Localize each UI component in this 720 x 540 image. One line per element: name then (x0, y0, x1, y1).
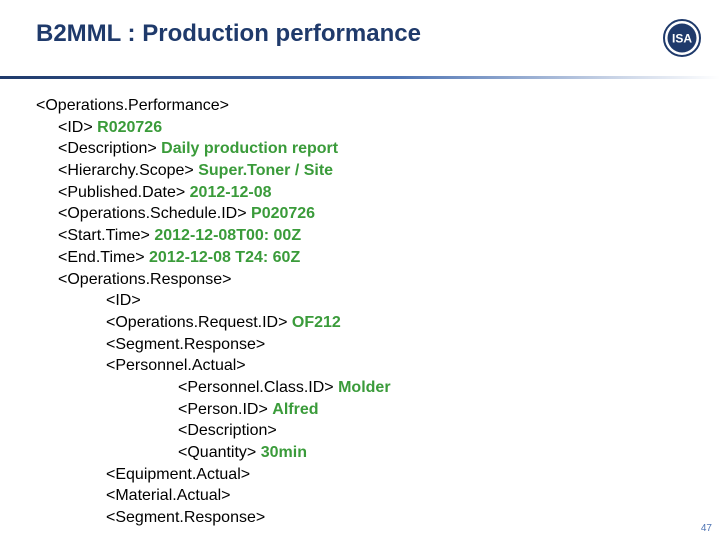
xml-tag: <Segment.Response> (106, 509, 266, 527)
xml-line: <Segment.Response> (36, 334, 696, 356)
isa-logo-icon: ISA (663, 19, 701, 57)
xml-line: <Quantity> 30min (36, 442, 696, 464)
xml-tag: <Personnel.Actual> (106, 357, 246, 375)
xml-line: <Equipment.Actual> (36, 464, 696, 486)
xml-line: <Operations.Schedule.ID> P020726 (36, 203, 696, 225)
xml-tag: <Hierarchy.Scope> (58, 162, 194, 180)
xml-value: 30min (260, 444, 307, 461)
xml-line: <Start.Time> 2012-12-08T00: 00Z (36, 225, 696, 247)
xml-value: Daily production report (161, 140, 339, 158)
xml-tag: <Operations.Performance> (36, 97, 229, 114)
xml-tag: <Operations.Request.ID> (106, 313, 288, 331)
xml-tag: <Person.ID> (178, 400, 268, 418)
xml-line: <Description> Daily production report (36, 138, 696, 160)
xml-tag: <End.Time> (58, 248, 145, 266)
xml-line: <Description> (36, 420, 696, 442)
xml-line: <End.Time> 2012-12-08 T24: 60Z (36, 247, 696, 269)
xml-tag: <Quantity> (178, 444, 257, 461)
xml-value: Super.Toner / Site (198, 162, 334, 180)
xml-tag: <Start.Time> (58, 227, 150, 245)
title-divider (0, 76, 720, 79)
xml-tag: <Description> (178, 422, 277, 440)
xml-value: 2012-12-08 (189, 183, 272, 201)
xml-line: <Published.Date> 2012-12-08 (36, 182, 696, 204)
xml-line: <Operations.Response> (36, 269, 696, 291)
xml-line: <Personnel.Class.ID> Molder (36, 377, 696, 399)
xml-line: <Segment.Response> (36, 507, 696, 529)
xml-line: <Operations.Request.ID> OF212 (36, 312, 696, 334)
xml-value: P020726 (251, 205, 316, 223)
xml-line: <ID> (36, 290, 696, 312)
xml-listing: <Operations.Performance><ID> R020726<Des… (36, 95, 696, 529)
xml-tag: <Operations.Response> (58, 270, 232, 288)
xml-line: <Operations.Performance> (36, 95, 696, 117)
xml-line: <ID> R020726 (36, 117, 696, 139)
xml-tag: <Personnel.Class.ID> (178, 378, 334, 396)
xml-line: <Person.ID> Alfred (36, 399, 696, 421)
isa-logo-text: ISA (672, 32, 692, 46)
xml-line: <Material.Actual> (36, 485, 696, 507)
xml-tag: <Material.Actual> (106, 487, 231, 505)
xml-tag: <ID> (58, 118, 93, 136)
xml-tag: <Segment.Response> (106, 335, 266, 353)
xml-line: <Hierarchy.Scope> Super.Toner / Site (36, 160, 696, 182)
xml-tag: <Operations.Schedule.ID> (58, 205, 247, 223)
xml-value: R020726 (97, 118, 163, 136)
xml-value: 2012-12-08 T24: 60Z (149, 248, 301, 266)
xml-tag: <Equipment.Actual> (106, 465, 251, 483)
xml-tag: <Published.Date> (58, 183, 186, 201)
xml-tag: <Description> (58, 140, 157, 158)
xml-value: Molder (338, 378, 391, 396)
page-number: 47 (700, 523, 712, 534)
slide-title: B2MML : Production performance (36, 20, 421, 47)
xml-tag: <ID> (106, 292, 141, 310)
xml-value: Alfred (272, 400, 319, 418)
xml-line: <Personnel.Actual> (36, 355, 696, 377)
xml-value: 2012-12-08T00: 00Z (154, 227, 302, 245)
xml-value: OF212 (291, 313, 341, 331)
